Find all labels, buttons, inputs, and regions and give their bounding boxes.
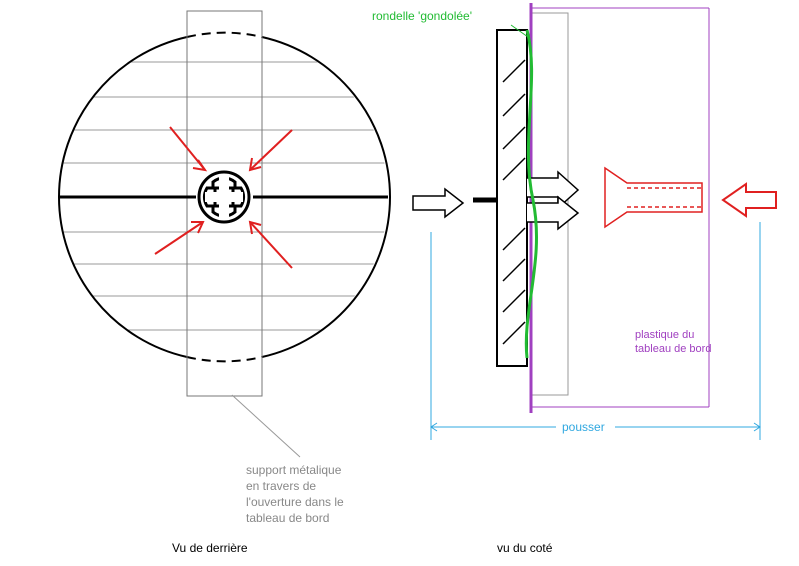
disc-outline-hidden (186, 31, 263, 38)
disc-outline (261, 36, 391, 358)
back-view (58, 10, 391, 458)
support-label: l'ouverture dans le (246, 495, 344, 509)
clip-head-side (496, 29, 528, 367)
support-label: support métalique (246, 463, 342, 477)
dashboard-plastic (531, 7, 710, 408)
disc-outline (58, 36, 188, 358)
push-dimension (430, 222, 761, 440)
compression-arrows (154, 126, 293, 269)
push-arrow-left (412, 187, 465, 219)
wavy-washer (524, 29, 538, 359)
back-view-caption: Vu de derrière (172, 541, 248, 555)
support-leader (231, 394, 301, 458)
dashboard-plastic-label: tableau de bord (635, 343, 711, 355)
clip-hatching (502, 59, 526, 345)
support-label: tableau de bord (246, 511, 329, 525)
disc-outline-hidden (186, 356, 263, 363)
push-arrow-right (721, 182, 777, 218)
support-label: en travers de (246, 479, 316, 493)
clip-prong (527, 195, 580, 231)
push-label: pousser (562, 420, 605, 434)
screw (604, 166, 703, 229)
washer-leader (510, 24, 529, 38)
disc-hatching (60, 61, 388, 331)
side-view (412, 3, 777, 440)
washer-label: rondelle 'gondolée' (372, 9, 472, 23)
metal-support-strip (186, 10, 263, 397)
side-view-caption: vu du coté (497, 541, 553, 555)
dashboard-plastic-label: plastique du (635, 329, 694, 341)
